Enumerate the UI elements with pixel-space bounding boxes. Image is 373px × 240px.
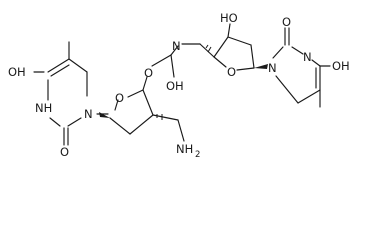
right-base-o-label: O [282,15,291,29]
molecule-drawing: OH NH N O O O OH NH 2 N HO O N O N OH [8,11,350,160]
left-stereo-hash [156,114,163,120]
top-ho-label: HO [220,11,238,25]
chemical-structure-diagram: OH NH N O O O OH NH 2 N HO O N O N OH [8,11,350,160]
right-ring-o-label: O [227,65,236,79]
left-base-oh-label: OH [8,65,26,79]
bridge-hash [205,44,212,53]
amine-subscript: 2 [195,150,200,160]
right-stereo-wedge [254,64,268,69]
carbonate-o-label: O [144,66,153,80]
right-base-n-label: N [268,61,277,75]
bridge-n-label: N [172,39,181,53]
left-stereo-wedge [99,112,110,118]
left-pyrimidine-bonds [33,41,109,146]
right-base-oh-label: OH [332,59,350,73]
amine-label: NH [176,142,193,156]
right-furanose-bonds [213,23,255,71]
carbamate-bonds [151,43,215,78]
left-base-o-label: O [60,145,69,159]
left-base-nh-label: NH [35,101,52,115]
left-ring-o-label: O [115,91,124,105]
carbonate-oh-label: OH [166,79,184,93]
right-pyrimidine-bonds [272,27,331,108]
right-base-n2-label: N [303,50,312,64]
left-base-n-label: N [84,107,93,121]
